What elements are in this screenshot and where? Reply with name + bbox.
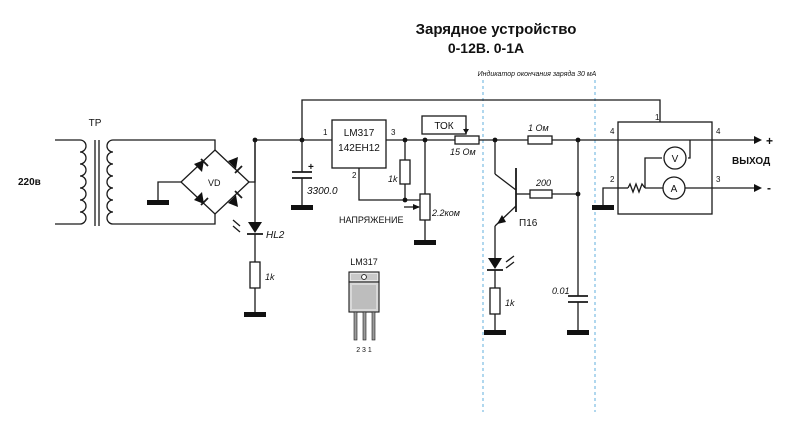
svg-text:A: A — [671, 184, 678, 195]
regulator-name: LM317 — [344, 128, 375, 139]
shunt-label: 15 Ом — [450, 147, 476, 157]
svg-text:V: V — [672, 154, 679, 165]
pot-voltage: 2.2ком — [404, 193, 460, 221]
current-control-label: ТОК — [434, 121, 453, 132]
ground-hl2 — [244, 312, 266, 317]
out-pin2: 2 — [610, 175, 615, 184]
transformer-label: ТР — [89, 118, 102, 129]
ground-indicator — [484, 330, 506, 335]
ground-pot — [414, 240, 436, 245]
out-pin4-left: 4 — [610, 127, 615, 136]
regulator-pin1: 1 — [323, 128, 328, 137]
resistor-base: 200 — [529, 178, 553, 199]
transformer: ТР 220в — [18, 118, 114, 226]
resistor-adjust-label: 1k — [388, 174, 398, 184]
diode-bridge: VD — [180, 149, 250, 215]
voltmeter-icon: V — [663, 146, 687, 170]
package-pins: 2 3 1 — [356, 347, 372, 354]
current-control-box: ТОК — [421, 115, 467, 135]
ground-capacitor — [291, 205, 313, 210]
filter-capacitor: + 3300.0 — [292, 162, 338, 197]
out-plus: + — [766, 134, 773, 148]
resistor-hl2-label: 1k — [265, 272, 275, 282]
lm317-package-icon: LM317 2 3 1 — [348, 257, 380, 354]
led-indicator — [487, 255, 515, 271]
resistor-indicator-label: 1k — [505, 298, 515, 308]
out-pin1: 1 — [655, 113, 660, 122]
resistor-base-label: 200 — [535, 178, 551, 188]
regulator-lm317: LM317 142ЕН12 1 3 2 — [323, 119, 396, 180]
resistor-series: 1 Ом — [527, 123, 553, 145]
capacitor-small: 0.01 — [552, 286, 588, 303]
out-minus: - — [767, 181, 771, 195]
resistor-adjust: 1k — [388, 159, 411, 185]
regulator-alt-name: 142ЕН12 — [338, 143, 380, 154]
bridge-label: VD — [208, 178, 221, 188]
transistor-p16: П16 — [494, 168, 538, 229]
cap-plus: + — [308, 162, 314, 173]
regulator-pin2: 2 — [352, 171, 357, 180]
ammeter-icon: A — [662, 176, 686, 200]
filter-capacitor-label: 3300.0 — [307, 186, 338, 197]
indicator-note: Индикатор окончания заряда 30 мА — [478, 70, 597, 78]
ground-output — [592, 205, 614, 210]
regulator-pin3: 3 — [391, 128, 396, 137]
led-hl2-label: HL2 — [266, 230, 285, 241]
shunt-resistor: 15 Ом — [450, 135, 480, 157]
out-pin3: 3 — [716, 175, 721, 184]
out-pin4-right: 4 — [716, 127, 721, 136]
capacitor-small-label: 0.01 — [552, 286, 570, 296]
ground-bridge — [147, 200, 169, 205]
resistor-hl2: 1k — [249, 261, 275, 289]
output-block: 1 4 4 2 3 V A — [610, 113, 721, 215]
led-hl2: HL2 — [232, 219, 285, 241]
resistor-series-label: 1 Ом — [528, 123, 549, 133]
pot-voltage-label: 2.2ком — [431, 208, 460, 218]
transistor-label: П16 — [519, 218, 538, 229]
input-voltage-label: 220в — [18, 177, 41, 188]
schematic-subtitle: 0-12В. 0-1А — [448, 40, 524, 56]
resistor-indicator: 1k — [489, 287, 515, 315]
voltage-control-label: НАПРЯЖЕНИЕ — [339, 215, 403, 225]
package-title: LM317 — [350, 257, 378, 267]
output-label: ВЫХОД — [732, 156, 770, 167]
ground-small-cap — [567, 330, 589, 335]
schematic-title: Зарядное устройство — [416, 21, 577, 38]
